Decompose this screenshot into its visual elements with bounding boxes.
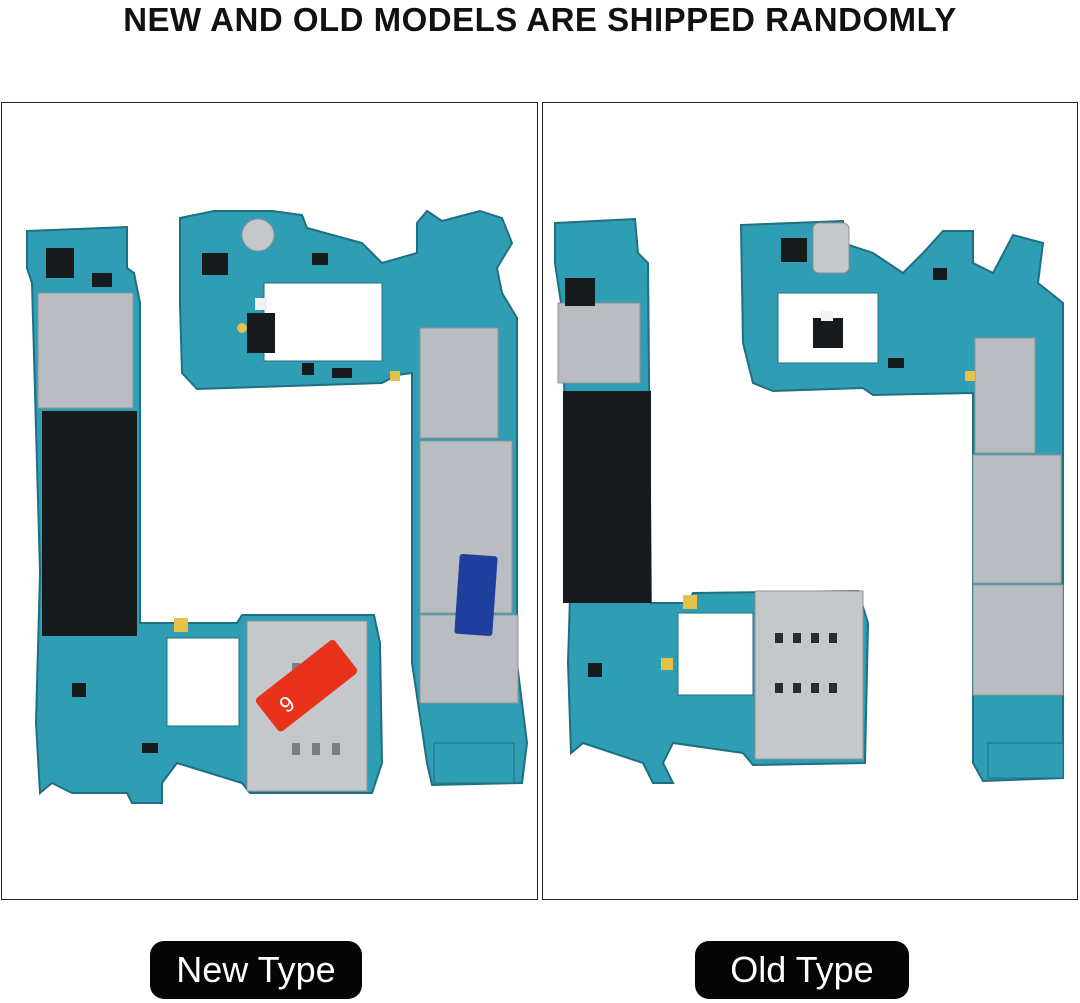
flash-module bbox=[813, 318, 843, 348]
shield-can bbox=[557, 302, 641, 384]
board-cutout bbox=[677, 612, 754, 696]
right-shield-bottom bbox=[419, 614, 519, 704]
headline: NEW AND OLD MODELS ARE SHIPPED RANDOMLY bbox=[123, 1, 957, 38]
sim-contacts bbox=[775, 633, 837, 693]
right-shield-top bbox=[974, 337, 1036, 454]
small-components bbox=[565, 238, 947, 677]
right-shield-middle bbox=[972, 454, 1062, 584]
right-shield-bottom bbox=[972, 584, 1064, 696]
red-warranty-sticker: 9 bbox=[255, 639, 358, 732]
new-type-panel: 9 bbox=[1, 102, 538, 900]
camera-cutout bbox=[263, 282, 383, 362]
black-chip bbox=[42, 411, 137, 636]
gold-pads bbox=[174, 323, 400, 632]
new-type-motherboard-image: 9 bbox=[26, 209, 529, 804]
shield-can bbox=[37, 292, 134, 409]
round-component bbox=[241, 218, 275, 252]
board-cutout bbox=[166, 637, 240, 727]
round-component bbox=[812, 222, 850, 274]
old-type-motherboard-image bbox=[554, 217, 1064, 784]
flash-led bbox=[821, 311, 833, 321]
blue-warranty-sticker bbox=[454, 553, 498, 637]
gold-pads bbox=[661, 371, 975, 670]
old-type-panel bbox=[542, 102, 1078, 900]
bottom-connector bbox=[433, 742, 515, 784]
right-shield-top bbox=[419, 327, 499, 439]
flash-module bbox=[247, 313, 275, 353]
black-chip bbox=[563, 391, 651, 603]
bottom-connector bbox=[987, 742, 1064, 779]
sim-tray bbox=[754, 590, 864, 760]
small-components bbox=[46, 248, 352, 753]
new-type-label: New Type bbox=[150, 941, 362, 999]
flash-led bbox=[255, 298, 267, 310]
old-type-label: Old Type bbox=[695, 941, 909, 999]
